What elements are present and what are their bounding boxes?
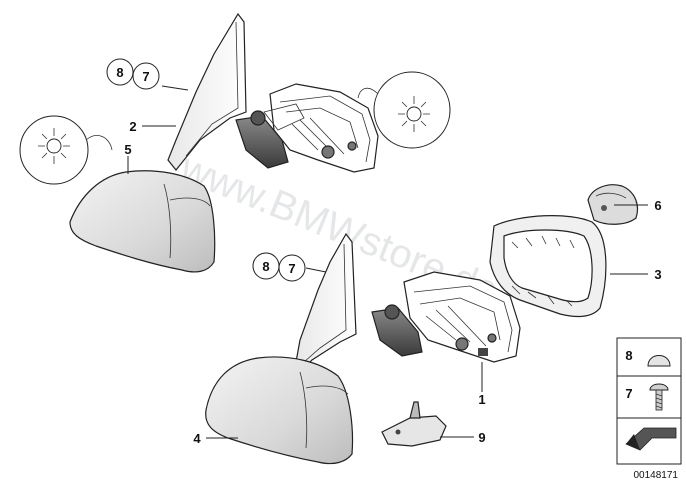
mirror-assembly-lower bbox=[295, 232, 521, 371]
legend-label-8: 8 bbox=[625, 348, 632, 363]
callout-7-lower: 7 bbox=[288, 261, 295, 276]
diagram-reference-number: 00148171 bbox=[634, 470, 679, 481]
mirror-cap-lower bbox=[205, 356, 354, 465]
leader-lines bbox=[127, 85, 648, 439]
callout-ring-upper-7 bbox=[132, 62, 160, 90]
callout-3: 3 bbox=[654, 267, 661, 282]
callout-4: 4 bbox=[193, 431, 201, 446]
callout-6: 6 bbox=[654, 198, 661, 213]
callout-8-upper: 8 bbox=[116, 65, 123, 80]
callout-9: 9 bbox=[478, 430, 485, 445]
heating-icon-left bbox=[19, 115, 113, 185]
callout-7-upper: 7 bbox=[142, 69, 149, 84]
screw-icon bbox=[649, 383, 669, 411]
callout-ring-lower-7 bbox=[278, 254, 306, 282]
callout-5: 5 bbox=[124, 142, 131, 157]
callout-ring-upper-8 bbox=[106, 58, 134, 86]
arrow-icon bbox=[621, 422, 677, 452]
mirror-actuator bbox=[587, 184, 639, 225]
mirror-cap-upper bbox=[69, 170, 216, 273]
callout-1: 1 bbox=[478, 392, 485, 407]
callout-2: 2 bbox=[129, 119, 136, 134]
mirror-assembly-upper bbox=[167, 12, 379, 173]
cap-icon bbox=[647, 355, 671, 367]
callout-8-lower: 8 bbox=[262, 259, 269, 274]
legend-label-7: 7 bbox=[625, 386, 632, 401]
heating-icon-upper bbox=[357, 71, 451, 149]
mirror-frame bbox=[489, 215, 607, 318]
legend-panel: 8 7 bbox=[616, 337, 682, 465]
bracket bbox=[381, 401, 447, 447]
